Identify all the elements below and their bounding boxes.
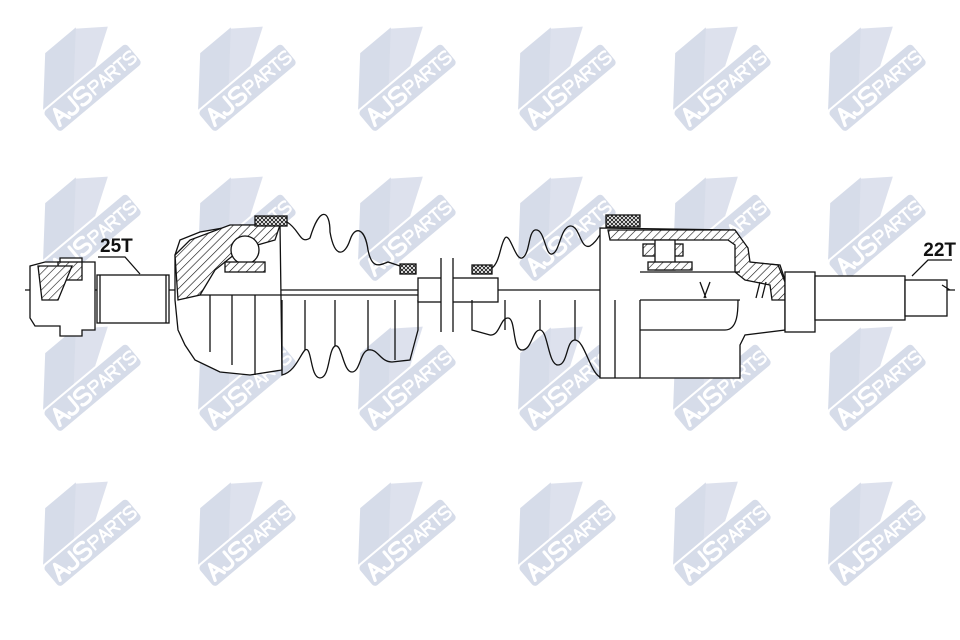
spline-count-22t: 22T <box>923 240 956 261</box>
ajs-parts-logo <box>673 481 771 586</box>
ajs-parts-logo <box>358 481 456 586</box>
ajs-parts-logo <box>198 26 296 131</box>
ajs-parts-logo <box>518 481 616 586</box>
drive-shaft: 25T 22T <box>25 213 956 379</box>
spline-label-25t: 25T <box>98 236 141 275</box>
ajs-parts-logo <box>358 26 456 131</box>
ajs-parts-logo <box>43 26 141 131</box>
outer-cv-joint <box>174 215 420 376</box>
ajs-parts-logo <box>828 326 926 431</box>
ajs-parts-logo <box>828 481 926 586</box>
ajs-parts-logo <box>43 481 141 586</box>
ajs-parts-logo <box>358 176 456 281</box>
ajs-parts-logo <box>828 26 926 131</box>
ajs-parts-logo <box>198 481 296 586</box>
spline-count-25t: 25T <box>100 236 133 257</box>
ajs-parts-logo <box>518 326 616 431</box>
inner-stub <box>784 271 951 333</box>
shaft <box>417 255 499 335</box>
ajs-parts-logo <box>518 176 616 281</box>
ajs-parts-logo <box>358 326 456 431</box>
outer-boot <box>281 213 419 379</box>
inner-boot <box>471 224 613 379</box>
outer-stub <box>29 257 170 337</box>
ajs-parts-logo <box>43 326 141 431</box>
spline-label-22t: 22T <box>911 240 956 277</box>
ajs-parts-logo <box>673 26 771 131</box>
ajs-parts-logo <box>828 176 926 281</box>
ajs-parts-logo <box>518 26 616 131</box>
inner-cv-joint <box>599 214 786 379</box>
